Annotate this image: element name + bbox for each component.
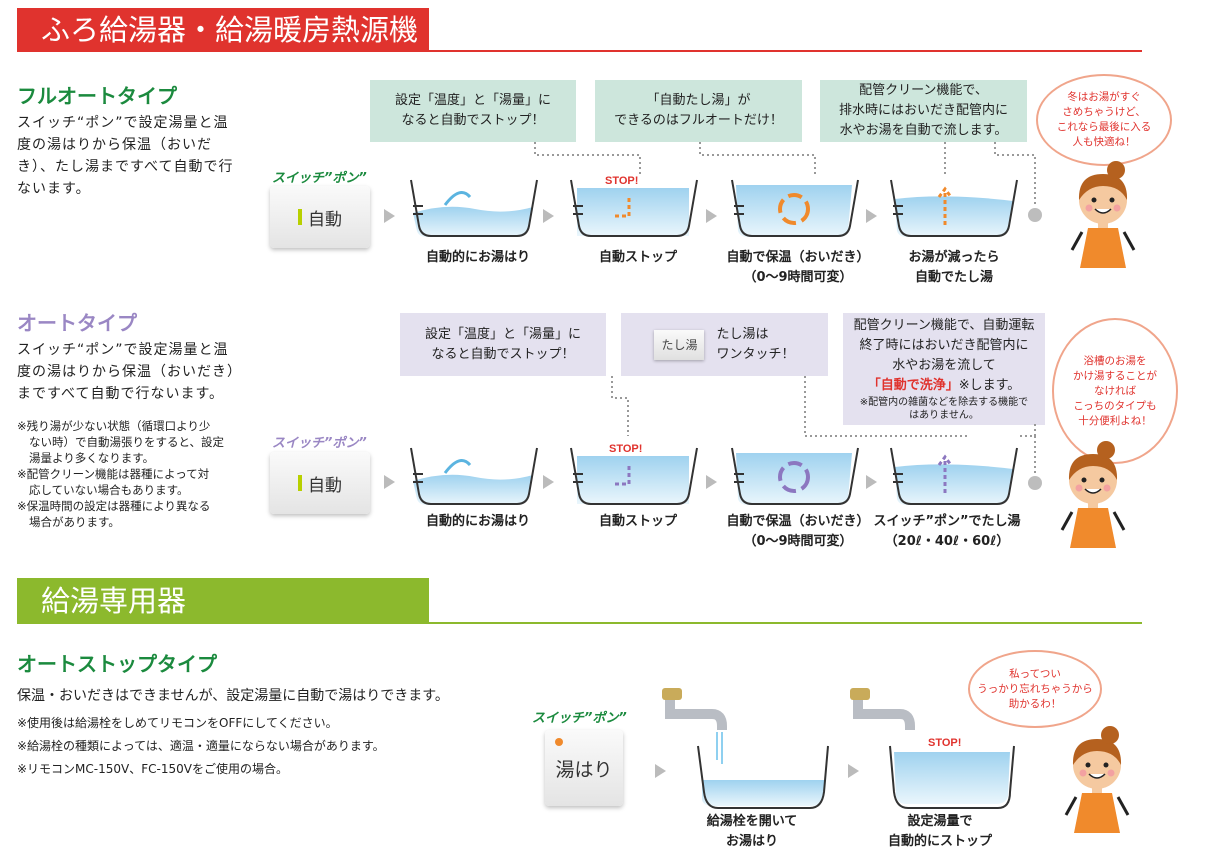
- auto-stop-notes: ※使用後は給湯栓をしめてリモコンをOFFにしてください。※給湯栓の種類によっては…: [17, 716, 385, 776]
- section-header-boiler: ふろ給湯器・給湯暖房熱源機: [17, 8, 429, 52]
- switch-label: スイッチ”ポン”: [272, 436, 367, 451]
- bathtub-stop-faucet: STOP!: [850, 688, 1015, 809]
- caption-keep-warm: 自動で保温（おいだき）（0〜9時間可変）: [726, 250, 870, 285]
- end-dot: [1028, 208, 1042, 222]
- arrow-icon: [384, 475, 395, 489]
- switch-label: スイッチ”ポン”: [272, 171, 367, 186]
- svg-text:STOP!: STOP!: [609, 443, 642, 455]
- speech-bubble: 私ってついうっかり忘れちゃうから助かるわ！: [968, 650, 1102, 728]
- speech-bubble: 浴槽のお湯をかけ湯することがなければこっちのタイプも十分便利よね！: [1052, 318, 1178, 464]
- arrow-icon: [655, 764, 666, 778]
- full-auto-title: フルオートタイプ: [17, 84, 177, 108]
- arrow-icon: [706, 209, 717, 223]
- info-box-auto-stop: 設定「温度」と「湯量」になると自動でストップ！: [370, 80, 576, 142]
- connector-lines: [534, 142, 1036, 207]
- bathtub-filling: [410, 447, 538, 505]
- arrow-icon: [866, 475, 877, 489]
- arrow-icon: [543, 209, 554, 223]
- bathtub-refill: [890, 447, 1018, 505]
- caption-stop: 自動ストップ: [598, 514, 677, 529]
- speech-bubble: 冬はお湯がすぐさめちゃうけど、これなら最後に入る人も快適ね！: [1036, 74, 1172, 166]
- bathtub-stop: STOP!: [570, 175, 698, 237]
- switch-label: スイッチ”ポン”: [532, 711, 627, 726]
- caption-open-faucet: 給湯栓を開いてお湯はり: [706, 814, 798, 849]
- auto-notes: ※残り湯が少ない状態（循環口より少ない時）で自動湯張りをすると、設定湯量より多く…: [17, 419, 225, 529]
- bathtub-filling: [410, 179, 538, 237]
- fill-button[interactable]: 湯はり: [545, 730, 623, 806]
- arrow-icon: [866, 209, 877, 223]
- arrow-icon: [384, 209, 395, 223]
- section-header-water-heater: 給湯専用器: [17, 578, 429, 624]
- arrow-icon: [543, 475, 554, 489]
- section-divider: [17, 50, 1142, 52]
- info-box-one-touch: たし湯 たし湯はワンタッチ！: [621, 313, 828, 376]
- section-divider: [17, 622, 1142, 624]
- bathtub-refill: [890, 179, 1018, 237]
- caption-auto-stop: 設定湯量で自動的にストップ: [887, 814, 992, 849]
- arrow-icon: [706, 475, 717, 489]
- info-box-pipe-wash: 配管クリーン機能で、自動運転終了時にはおいだき配管内に水やお湯を流して 「自動で…: [843, 313, 1045, 425]
- caption-stop: 自動ストップ: [598, 250, 677, 265]
- arrow-icon: [848, 764, 859, 778]
- auto-title: オートタイプ: [17, 311, 137, 335]
- info-box-pipe-clean: 配管クリーン機能で、排水時にはおいだき配管内に水やお湯を自動で流します。: [820, 80, 1027, 142]
- end-dot: [1028, 476, 1042, 490]
- auto-button[interactable]: 自動: [270, 186, 370, 248]
- info-box-auto-refill: 「自動たし湯」ができるのはフルオートだけ！: [595, 80, 802, 142]
- auto-button[interactable]: 自動: [270, 452, 370, 514]
- caption-fill: 自動的にお湯はり: [425, 514, 530, 529]
- bathtub-keep-warm: [731, 447, 859, 505]
- refill-button[interactable]: たし湯: [654, 329, 705, 360]
- girl-mascot: [1064, 725, 1130, 835]
- auto-stop-description: 保温・おいだきはできませんが、設定湯量に自動で湯はりできます。: [17, 688, 449, 704]
- full-auto-description: スイッチ“ポン”で設定湯量と温度の湯はりから保温（おいだき）、たし湯まですべて自…: [17, 115, 234, 197]
- girl-mascot: [1070, 160, 1136, 270]
- status-led: [555, 738, 563, 746]
- bathtub-with-faucet: [662, 688, 829, 809]
- caption-fill: 自動的にお湯はり: [425, 250, 530, 265]
- svg-text:STOP!: STOP!: [605, 175, 638, 187]
- svg-text:STOP!: STOP!: [928, 737, 961, 749]
- caption-refill: お湯が減ったら自動でたし湯: [908, 250, 1000, 285]
- bathtub-keep-warm: [731, 179, 859, 237]
- bathtub-stop: STOP!: [570, 443, 698, 505]
- info-box-auto-stop: 設定「温度」と「湯量」になると自動でストップ！: [400, 313, 606, 376]
- caption-switch-refill: スイッチ”ポン”でたし湯（20ℓ・40ℓ・60ℓ）: [873, 514, 1021, 549]
- connector-lines: [611, 376, 1036, 476]
- auto-stop-title: オートストップタイプ: [17, 652, 217, 676]
- auto-description: スイッチ“ポン”で設定湯量と温度の湯はりから保温（おいだき）まですべて自動で行な…: [17, 342, 242, 402]
- caption-keep-warm: 自動で保温（おいだき）（0〜9時間可変）: [726, 514, 870, 549]
- girl-mascot: [1060, 440, 1126, 550]
